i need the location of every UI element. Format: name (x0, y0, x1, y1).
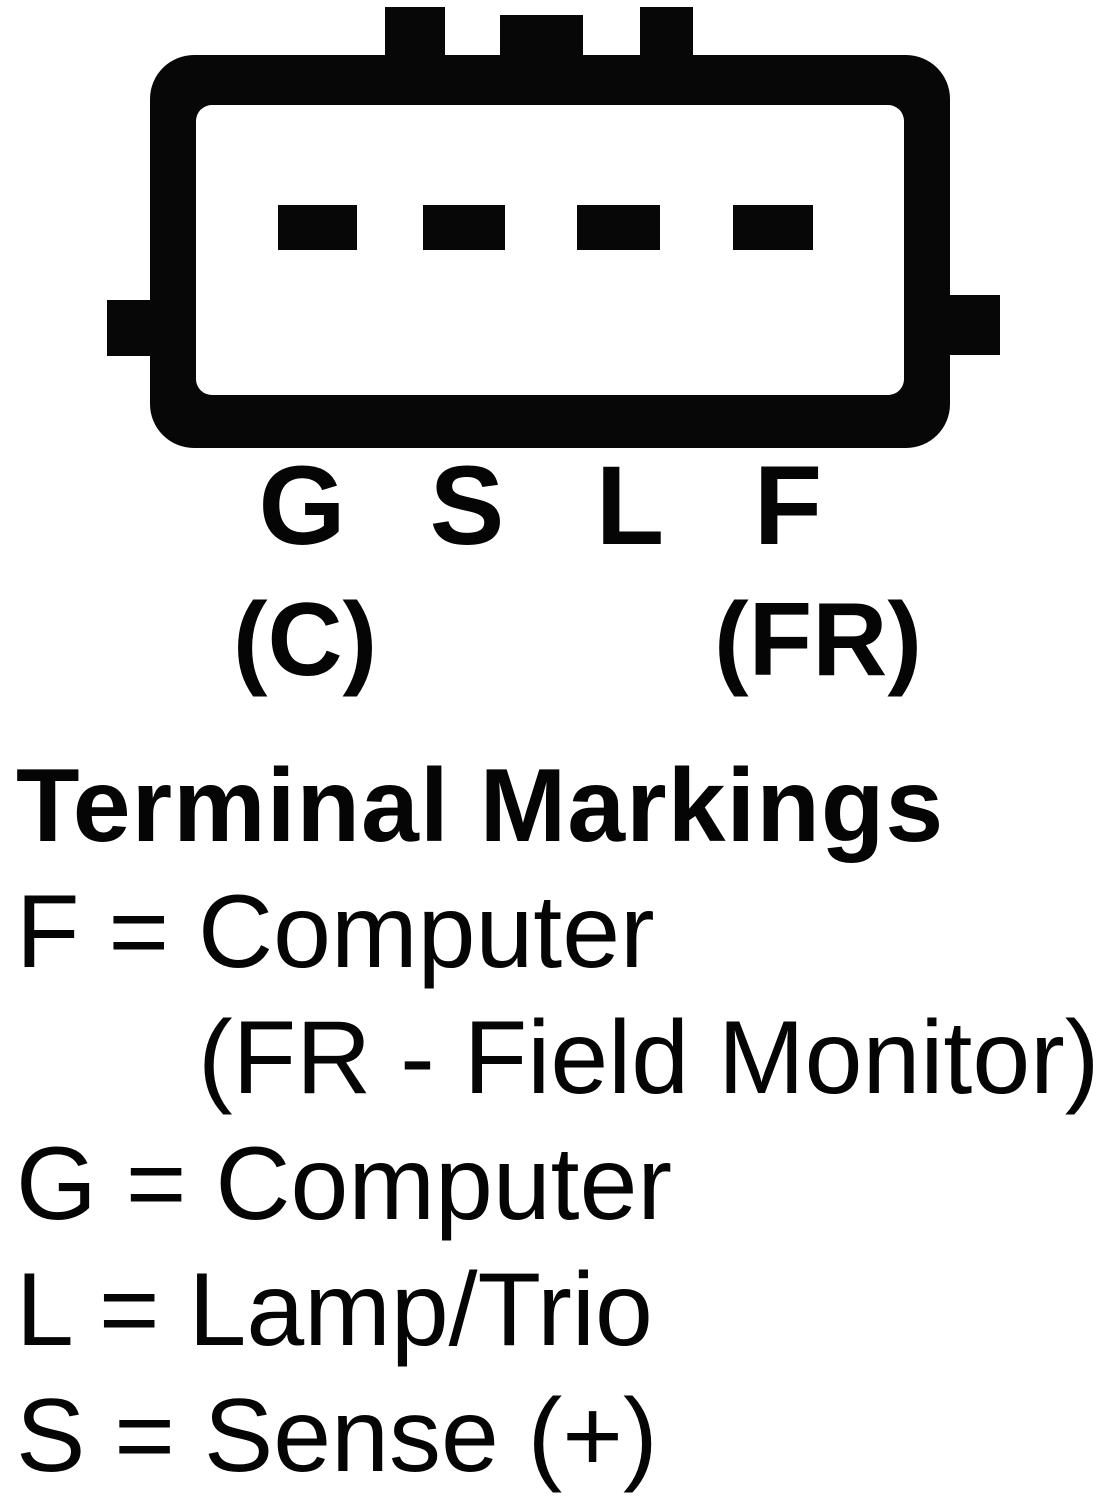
legend-title: Terminal Markings (16, 748, 945, 864)
pin-label-s: S (429, 443, 505, 568)
pin-label-f: F (753, 443, 823, 568)
legend-line-f: F = Computer (16, 874, 655, 990)
legend-line-fr: (FR - Field Monitor) (198, 1000, 1100, 1116)
pin-terminal-l (577, 205, 660, 250)
pin-label-g: G (258, 443, 346, 568)
connector-cavity (196, 105, 904, 395)
pin-terminal-s (423, 205, 505, 250)
pin-terminal-g (278, 205, 357, 250)
pin-label-l: L (595, 443, 665, 568)
alt-label-fr: (FR) (714, 582, 922, 698)
pin-terminal-f (733, 205, 813, 250)
alt-label-c: (C) (232, 582, 378, 698)
legend-line-s: S = Sense (+) (16, 1378, 658, 1494)
terminal-markings-legend: Terminal Markings F = Computer (FR - Fie… (16, 743, 1102, 1499)
legend-line-g: G = Computer (16, 1126, 673, 1242)
legend-line-l: L = Lamp/Trio (16, 1252, 653, 1368)
connector-side-tab-right (940, 295, 1000, 355)
